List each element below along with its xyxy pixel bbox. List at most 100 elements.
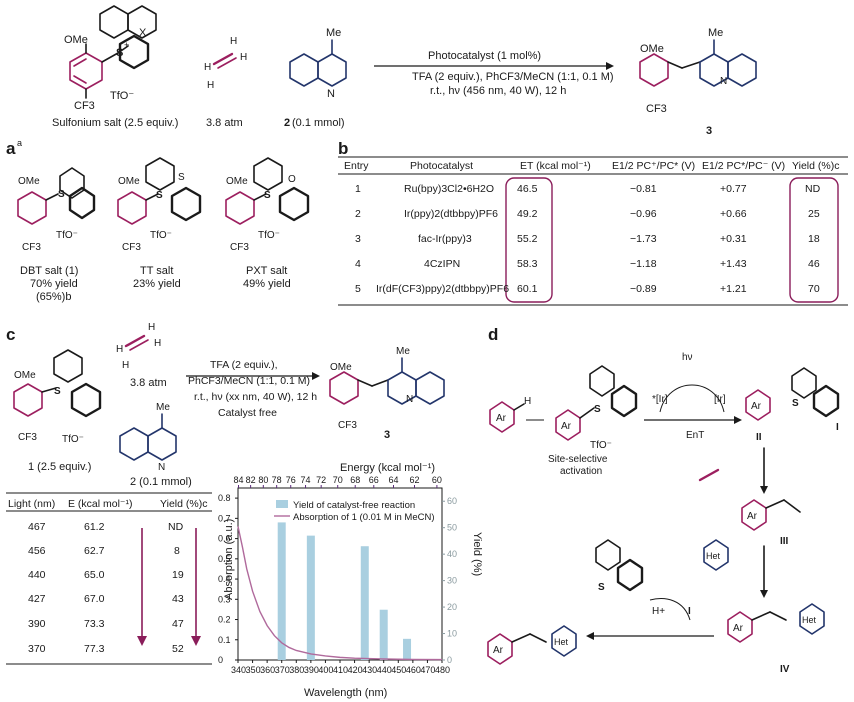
svg-text:H: H [116,344,123,355]
x-tick-label: 380 [289,665,304,675]
arrow-top-text: Photocatalyst (1 mol%) [428,50,541,62]
svg-text:Me: Me [156,402,170,413]
tt-name: TT salt [140,265,173,277]
svg-text:III: III [780,536,789,547]
x2-tick-label: 84 [234,475,244,485]
svg-text:H: H [204,62,211,73]
y2-tick-label: 20 [447,602,457,612]
svg-text:CF3: CF3 [338,420,357,431]
svg-text:Me: Me [396,346,410,357]
y-tick-label: 0.4 [218,574,231,584]
svg-text:S: S [178,172,185,183]
panel-c-quin-label: 2 (0.1 mmol) [130,476,192,488]
energy-col-header: E (kcal mol⁻¹) [68,498,133,510]
et-highlight-box [505,177,553,303]
x-tick-label: 420 [348,665,363,675]
svg-text:Me: Me [708,27,723,39]
col-header-e1: E1/2 PC⁺/PC* (V) [612,160,696,172]
x-tick-label: 450 [391,665,406,675]
site-selective-1: Site-selective [548,454,608,465]
y2-tick-label: 30 [447,576,457,586]
svg-text:TfO⁻: TfO⁻ [56,230,78,241]
svg-text:[Ir]: [Ir] [714,394,726,405]
y2-tick-label: 50 [447,523,457,533]
svg-text:OMe: OMe [18,176,40,187]
x2-tick-label: 78 [272,475,282,485]
svg-text:TfO⁻: TfO⁻ [150,230,172,241]
x-tick-label: 390 [304,665,319,675]
chart-y-title: Absorption (a.u.) [223,519,235,600]
svg-text:Het: Het [554,637,569,647]
svg-text:O: O [288,174,296,185]
yield-col-header: Yield (%)c [160,498,208,510]
ent-label: EnT [686,430,704,441]
yield-bar [306,535,315,660]
svg-text:CF3: CF3 [22,242,41,253]
svg-text:S: S [54,386,61,397]
panel-c-product-num: 3 [384,429,390,441]
svg-text:H: H [122,360,129,371]
panel-c-cond-2: PhCF3/MeCN (1:1, 0.1 M) [188,375,310,387]
svg-text:OMe: OMe [118,176,140,187]
svg-text:OMe: OMe [226,176,248,187]
ome-label: OMe [64,34,88,46]
quinoline-number: 2 [284,117,290,129]
light-col-header: Light (nm) [8,498,56,510]
svg-text:H: H [524,396,531,407]
y-tick-label: 0.7 [218,513,231,523]
legend-line-label: Absorption of 1 (0.01 M in MeCN) [293,512,435,523]
quinoline-structure [289,39,347,87]
yield-bar [403,638,412,660]
svg-text:Ar: Ar [747,511,758,522]
yield-bar [277,522,286,660]
cf3-label: CF3 [74,100,95,112]
pxt-yield: 49% yield [243,278,291,290]
panel-c-salt-label: 1 (2.5 equiv.) [28,461,91,473]
x-tick-label: 360 [260,665,275,675]
dbt-yield: 70% yield [30,278,78,290]
col-header-yield: Yield (%)c [792,160,840,172]
sulfur-label: S [116,47,123,59]
y2-tick-label: 60 [447,496,457,506]
svg-text:S: S [58,189,65,200]
x2-tick-label: 82 [246,475,256,485]
pxt-salt-structure [225,157,310,225]
dbt-name: DBT salt (1) [20,265,78,277]
tt-yield: 23% yield [133,278,181,290]
product-3-structure [639,39,757,87]
svg-text:IV: IV [780,664,790,675]
sulfonium-caption: Sulfonium salt (2.5 equiv.) [52,117,178,129]
y2-tick-label: 10 [447,629,457,639]
y-tick-label: 0.6 [218,534,231,544]
svg-text:S: S [598,582,605,593]
sulfonium-salt-structure [69,5,157,99]
svg-text:TfO⁻: TfO⁻ [62,434,84,445]
svg-text:Ar: Ar [751,401,762,412]
svg-text:S: S [156,190,163,201]
ethylene-structure: H H H H [204,36,247,91]
svg-text:Ar: Ar [561,421,572,432]
quinoline-caption: (0.1 mmol) [292,117,345,129]
x2-tick-label: 70 [333,475,343,485]
plus-label: + [124,40,129,50]
panel-b-letter: b [338,139,348,158]
arrow-bottom-text-2: r.t., hν (456 nm, 40 W), 12 h [430,85,566,97]
hv-label: hν [682,352,693,363]
panel-a-letter: a [6,139,16,158]
absorption-curve [237,526,443,661]
svg-text:OMe: OMe [640,43,664,55]
x-label: X [139,27,147,39]
svg-text:Ar: Ar [493,645,504,656]
x-tick-label: 370 [275,665,290,675]
svg-text:CF3: CF3 [122,242,141,253]
x-tick-label: 460 [406,665,421,675]
x-tick-label: 410 [333,665,348,675]
tfo-label: TfO⁻ [110,90,134,102]
svg-text:H: H [240,52,247,63]
x-tick-label: 400 [318,665,333,675]
svg-text:a: a [17,138,22,148]
legend-bar-label: Yield of catalyst-free reaction [293,500,415,511]
y-tick-label: 0.2 [218,615,231,625]
